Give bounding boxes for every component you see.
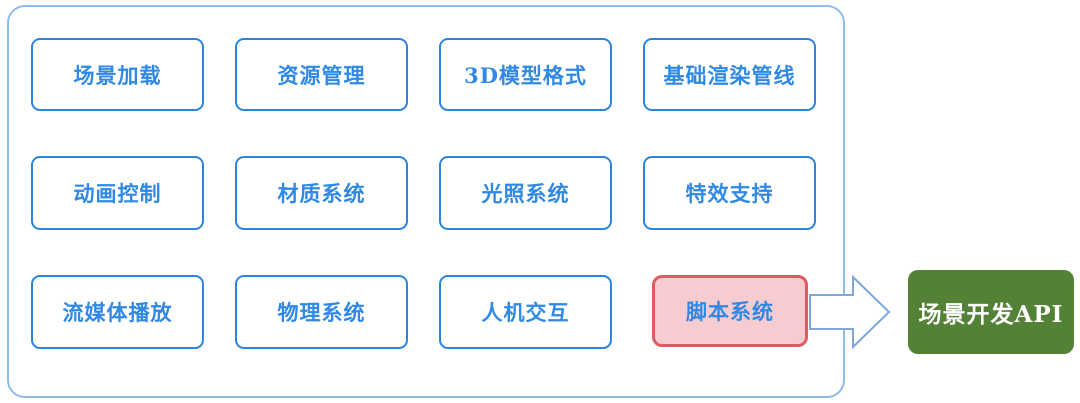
module-box: 材质系统 (235, 156, 408, 230)
module-label: 特效支持 (685, 181, 774, 206)
module-label: 资源管理 (277, 62, 366, 88)
module-label: 物理系统 (277, 300, 366, 325)
module-box-highlighted: 脚本系统 (652, 275, 808, 347)
module-label: 人机交互 (481, 300, 570, 325)
module-label: 流媒体播放 (62, 300, 173, 325)
module-label: 场景加载 (73, 62, 162, 88)
flow-arrow-icon (809, 274, 891, 350)
module-box: 资源管理 (235, 38, 408, 111)
module-box: 3D模型格式 (439, 38, 612, 111)
module-box: 物理系统 (235, 275, 408, 349)
output-box: 场景开发API (908, 270, 1074, 354)
module-label: 光照系统 (481, 181, 570, 206)
module-box: 基础渲染管线 (643, 38, 816, 111)
module-label: 基础渲染管线 (663, 62, 796, 88)
module-box: 动画控制 (31, 156, 204, 230)
module-label: 脚本系统 (686, 299, 774, 324)
module-label: 动画控制 (73, 181, 162, 206)
module-box: 场景加载 (31, 38, 204, 111)
module-box: 流媒体播放 (31, 275, 204, 349)
module-box: 特效支持 (643, 156, 816, 230)
output-label: 场景开发API (918, 301, 1064, 328)
module-box: 人机交互 (439, 275, 612, 349)
module-box: 光照系统 (439, 156, 612, 230)
modules-grid: 场景加载 资源管理 3D模型格式 基础渲染管线 动画控制 材质系统 光照系统 特… (31, 38, 816, 349)
module-label: 材质系统 (277, 181, 366, 206)
module-label: 3D模型格式 (464, 62, 587, 88)
modules-container: 场景加载 资源管理 3D模型格式 基础渲染管线 动画控制 材质系统 光照系统 特… (7, 5, 845, 398)
